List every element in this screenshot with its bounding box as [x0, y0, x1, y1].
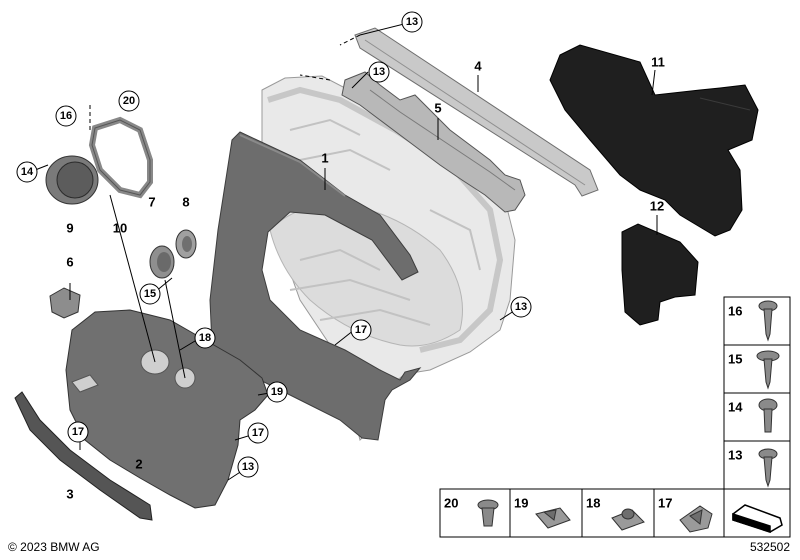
svg-text:17: 17	[355, 324, 367, 336]
label-part-9: 9	[66, 221, 73, 236]
callout-15: 15	[139, 283, 161, 305]
label-part-3: 3	[66, 487, 73, 502]
screw-15-icon	[756, 350, 780, 390]
foam-block-part-11	[549, 44, 759, 237]
callout-16: 16	[55, 105, 77, 127]
label-part-7: 7	[148, 195, 155, 210]
copyright-text: © 2023 BMW AG	[8, 540, 100, 554]
svg-text:15: 15	[144, 288, 156, 300]
label-part-4: 4	[474, 59, 482, 74]
foam-block-part-12	[621, 223, 699, 326]
fastener-legend-column: 16 15 14 13	[723, 296, 791, 490]
sill-strip-part-3	[14, 391, 153, 521]
callout-17-lower: 17	[247, 422, 269, 444]
svg-text:18: 18	[199, 332, 211, 344]
legend-18-label: 18	[586, 496, 600, 511]
lower-side-trim-part-2	[65, 309, 269, 509]
label-part-5: 5	[434, 101, 441, 116]
bracket-part	[341, 71, 526, 213]
speaker-part-9	[45, 155, 99, 205]
clip-part-6	[49, 287, 81, 319]
screw-16-icon	[758, 300, 778, 342]
screw-13-icon	[758, 448, 778, 488]
label-part-2: 2	[135, 457, 142, 472]
tweeter-part-7	[149, 245, 175, 279]
fastener-legend-row: 20 19 18 17	[439, 488, 791, 538]
label-part-1: 1	[321, 151, 328, 166]
callout-20: 20	[118, 90, 140, 112]
label-part-6: 6	[66, 255, 73, 270]
speaker-ring-part-10	[88, 116, 153, 199]
label-part-12: 12	[650, 199, 664, 214]
svg-text:13: 13	[515, 301, 527, 313]
callout-19: 19	[266, 381, 288, 403]
legend-19-label: 19	[514, 496, 528, 511]
callout-13-frame: 13	[510, 296, 532, 318]
callout-13-lower: 13	[237, 456, 259, 478]
callout-18: 18	[194, 327, 216, 349]
legend-15-label: 15	[728, 352, 742, 367]
svg-text:19: 19	[271, 386, 283, 398]
svg-text:14: 14	[21, 166, 34, 178]
svg-text:17: 17	[252, 427, 264, 439]
image-id-text: 532502	[749, 540, 790, 554]
svg-text:20: 20	[123, 95, 135, 107]
svg-text:17: 17	[72, 426, 84, 438]
arrow-symbol-icon	[732, 504, 783, 534]
legend-17-label: 17	[658, 496, 672, 511]
svg-text:13: 13	[406, 16, 418, 28]
legend-13-label: 13	[728, 448, 742, 463]
push-rivet-20-icon	[477, 499, 499, 527]
label-part-10: 10	[113, 221, 127, 236]
svg-text:13: 13	[373, 66, 385, 78]
legend-16-label: 16	[728, 304, 742, 319]
svg-text:13: 13	[242, 461, 254, 473]
clip-nut-19-icon	[535, 507, 571, 529]
callout-14: 14	[16, 161, 38, 183]
svg-text:16: 16	[60, 110, 72, 122]
legend-20-label: 20	[444, 496, 458, 511]
callout-17-frame: 17	[350, 319, 372, 341]
callout-13-top: 13	[401, 11, 423, 33]
long-trim-strip-part	[354, 27, 599, 197]
clip-nut-18-icon	[611, 508, 645, 531]
callout-17-sill: 17	[67, 421, 89, 443]
expanding-clip-17-icon	[679, 505, 713, 533]
label-part-8: 8	[182, 195, 189, 210]
legend-14-label: 14	[728, 400, 743, 415]
label-part-11: 11	[651, 55, 665, 70]
screw-14-icon	[758, 398, 778, 433]
callout-13-bracket: 13	[368, 61, 390, 83]
tweeter-part-8	[175, 229, 197, 259]
